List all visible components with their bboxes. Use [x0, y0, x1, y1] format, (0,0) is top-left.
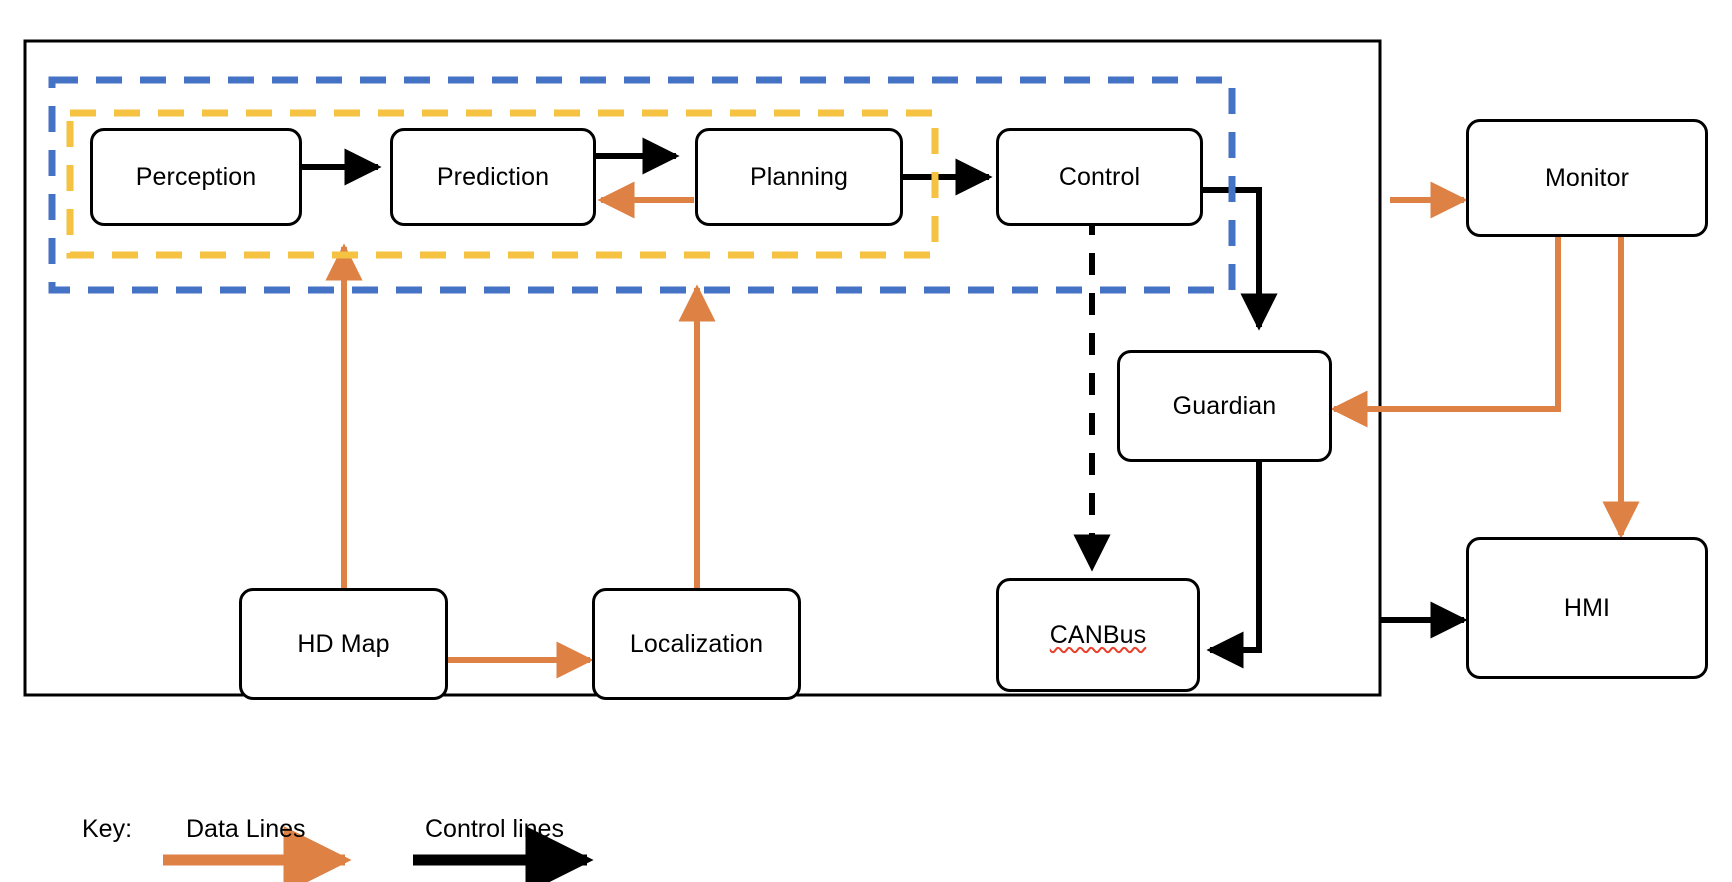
node-guardian-label: Guardian	[1172, 391, 1277, 420]
key-control-lines-label: Control lines	[425, 815, 564, 843]
node-planning-label: Planning	[749, 162, 849, 191]
group-box-blue-autonomy-stack	[48, 76, 1236, 294]
node-monitor-label: Monitor	[1544, 163, 1630, 192]
node-prediction-label: Prediction	[436, 162, 550, 191]
node-prediction[interactable]: Prediction	[390, 128, 596, 226]
node-canbus-label: CANBus	[1049, 620, 1147, 649]
node-localization[interactable]: Localization	[592, 588, 801, 700]
node-localization-label: Localization	[629, 629, 764, 658]
key-label: Key:	[82, 815, 133, 843]
edge-control-to-guardian	[1202, 187, 1278, 331]
node-canbus[interactable]: CANBus	[996, 578, 1200, 692]
node-monitor[interactable]: Monitor	[1466, 119, 1708, 237]
node-hmi-label: HMI	[1563, 593, 1611, 622]
node-hd-map[interactable]: HD Map	[239, 588, 448, 700]
node-hd-map-label: HD Map	[297, 629, 390, 658]
group-box-yellow-planning-stack	[66, 109, 939, 259]
edge-monitor-to-guardian-data	[1330, 236, 1561, 428]
node-perception[interactable]: Perception	[90, 128, 302, 226]
node-control[interactable]: Control	[996, 128, 1203, 226]
edge-guardian-to-canbus	[1206, 460, 1262, 669]
node-planning[interactable]: Planning	[695, 128, 903, 226]
node-control-label: Control	[1058, 162, 1141, 191]
node-guardian[interactable]: Guardian	[1117, 350, 1332, 462]
node-hmi[interactable]: HMI	[1466, 537, 1708, 679]
node-perception-label: Perception	[135, 162, 257, 191]
key-data-lines-label: Data Lines	[186, 815, 306, 843]
